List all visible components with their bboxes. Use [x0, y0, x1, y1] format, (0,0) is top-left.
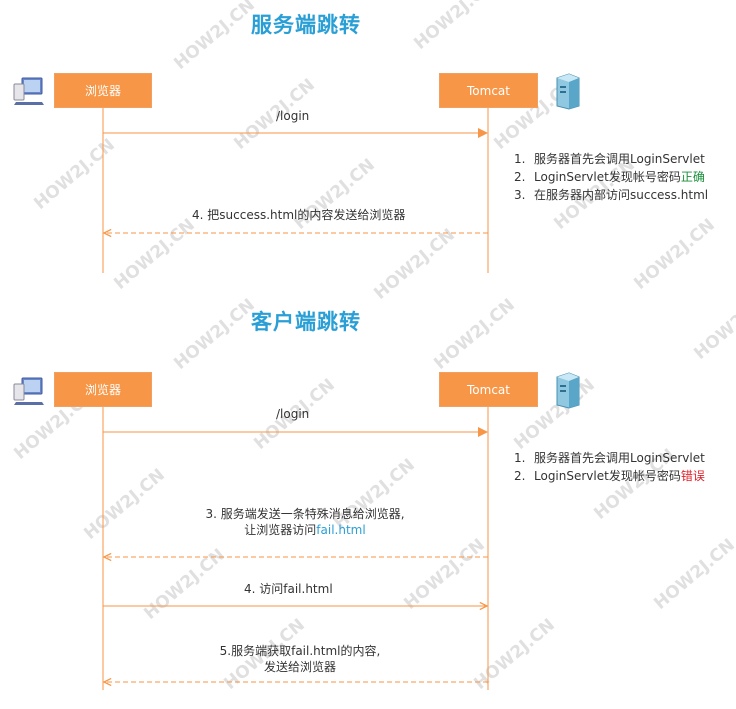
fail-response-label: 5.服务端获取fail.html的内容, 发送给浏览器: [219, 644, 381, 674]
note-item: 1.服务器首先会调用LoginServlet: [514, 152, 705, 166]
note-item: 1.服务器首先会调用LoginServlet: [514, 451, 705, 465]
fail-request-label: 4. 访问fail.html: [244, 582, 333, 596]
error-highlight: 错误: [680, 469, 705, 483]
server-notes-2: 1.服务器首先会调用LoginServlet 2.LoginServlet发现帐…: [514, 449, 705, 485]
computer-icon: [13, 77, 44, 105]
login-request-label-1: /login: [276, 109, 310, 123]
note-item: 2.LoginServlet发现帐号密码错误: [514, 469, 705, 483]
correct-highlight: 正确: [680, 170, 705, 184]
browser-box-2: 浏览器: [54, 372, 152, 407]
tomcat-box-2: Tomcat: [439, 372, 538, 407]
computer-icon: [13, 377, 44, 405]
login-request-label-2: /login: [276, 407, 310, 421]
server-icon: [556, 372, 580, 409]
note-item: 2.LoginServlet发现帐号密码正确: [514, 170, 705, 184]
server-notes-1: 1.服务器首先会调用LoginServlet 2.LoginServlet发现帐…: [514, 150, 708, 204]
server-icon: [556, 73, 580, 110]
fail-html-link: fail.html: [316, 523, 366, 537]
note-item: 3.在服务器内部访问success.html: [514, 188, 709, 202]
redirect-message-label: 3. 服务端发送一条特殊消息给浏览器, 让浏览器访问fail.html: [205, 507, 405, 537]
client-redirect-title: 客户端跳转: [251, 310, 361, 334]
browser-box-1: 浏览器: [54, 73, 152, 108]
success-response-label: 4. 把success.html的内容发送给浏览器: [192, 208, 406, 222]
tomcat-box-1: Tomcat: [439, 73, 538, 108]
server-forward-title: 服务端跳转: [251, 13, 361, 37]
